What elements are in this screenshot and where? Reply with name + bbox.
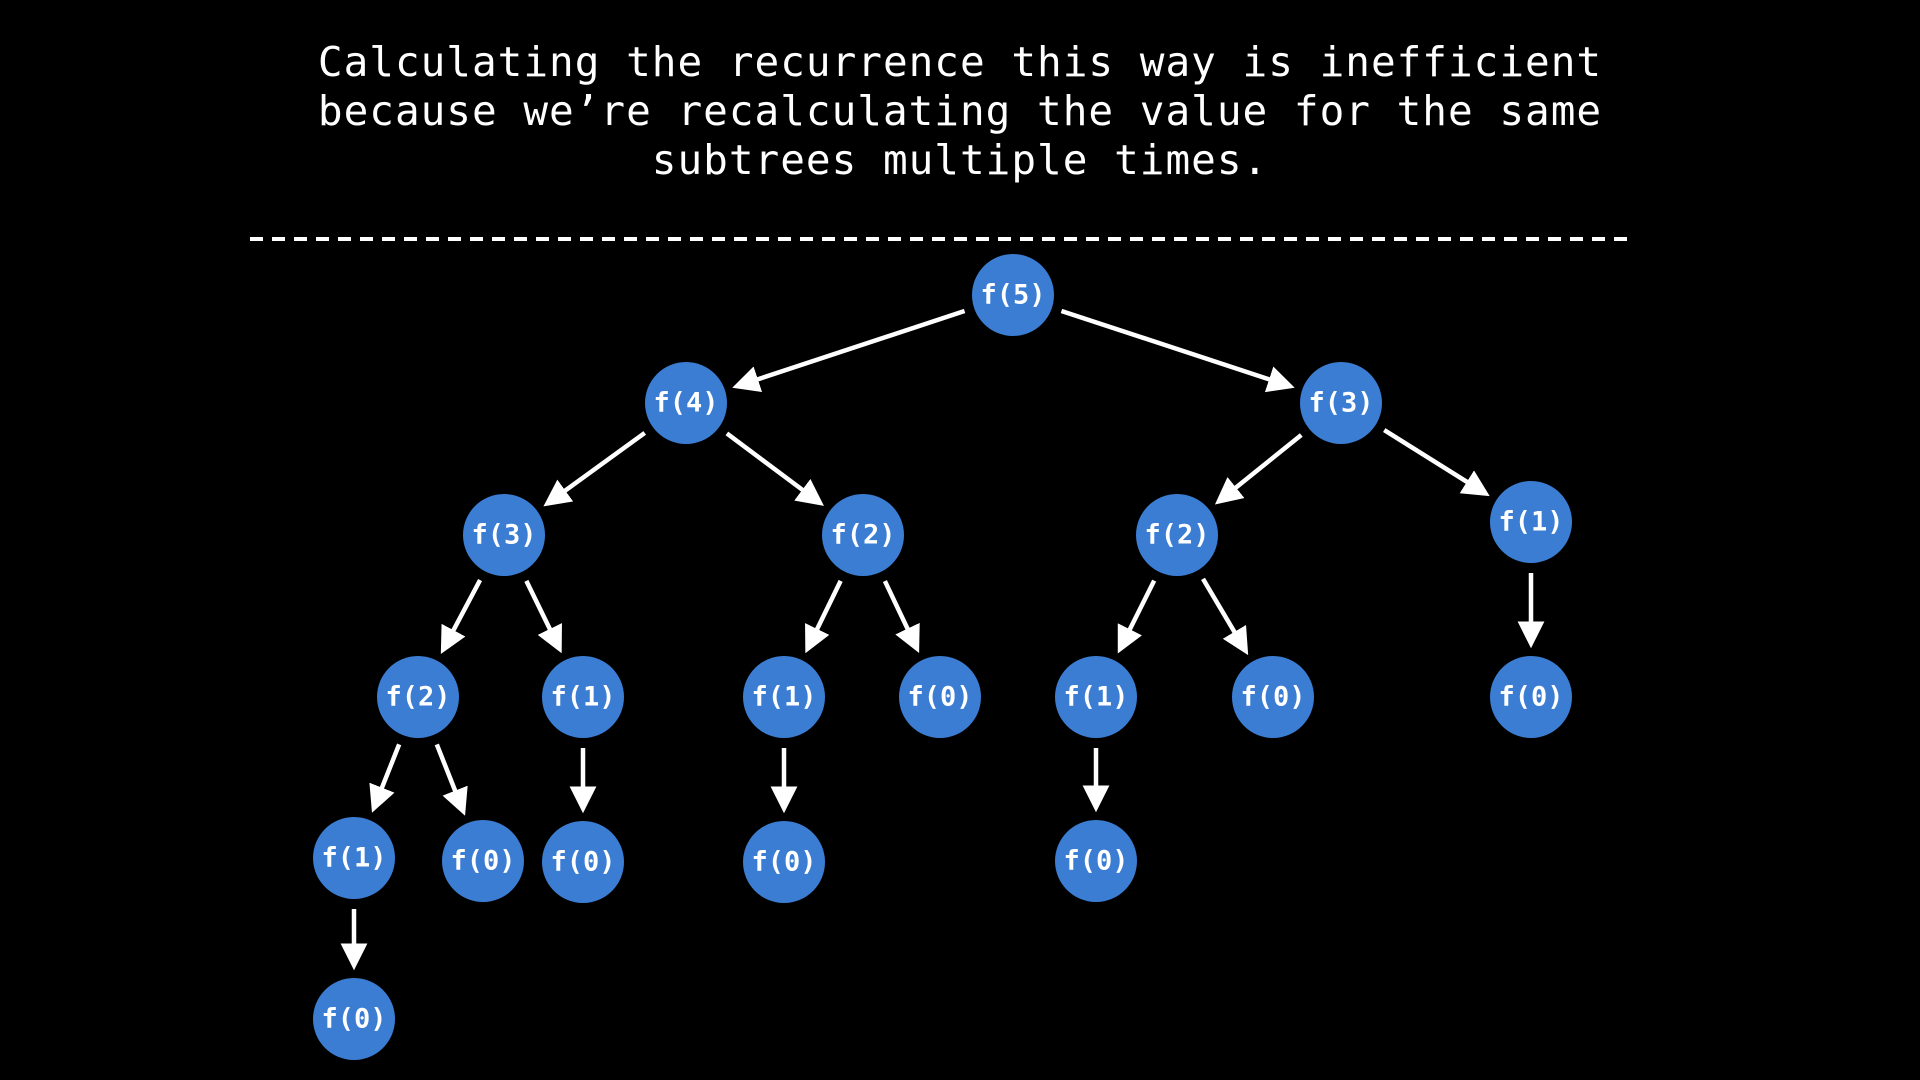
tree-node: f(0) [743,821,825,903]
tree-node-label: f(1) [1063,682,1128,713]
tree-node-label: f(4) [653,388,718,419]
tree-node-circle [822,494,904,576]
nodes-layer: f(5) f(4) f(3) f(3) f(2) f(2) f(1) f(2) f(1) f(1)… [313,254,1572,1060]
tree-edge-arrow [725,431,824,506]
tree-node: f(0) [442,820,524,902]
tree-edge-arrow [1383,428,1490,497]
tree-node: f(1) [1055,656,1137,738]
tree-node-label: f(3) [1308,388,1373,419]
tree-node-label: f(3) [471,520,536,551]
tree-node-label: f(0) [450,846,515,877]
tree-node-label: f(2) [385,682,450,713]
tree-node-circle [442,820,524,902]
tree-node-circle [542,656,624,738]
tree-edge-arrow [805,579,843,654]
tree-node: f(5) [972,254,1054,336]
tree-node: f(0) [313,978,395,1060]
tree-node-label: f(0) [1063,846,1128,877]
tree-node: f(3) [1300,362,1382,444]
caption-text: Calculating the recurrence this way is i… [0,38,1920,185]
tree-edge-arrow [440,578,483,654]
tree-node-circle [463,494,545,576]
tree-node: f(2) [1136,494,1218,576]
tree-node: f(0) [1055,820,1137,902]
tree-node: f(0) [1232,656,1314,738]
tree-node-circle [1055,820,1137,902]
tree-node-label: f(0) [1240,682,1305,713]
caption-line-2: because we’re recalculating the value fo… [317,87,1603,135]
tree-edge-arrow [732,308,966,393]
tree-node-circle [743,656,825,738]
tree-node-label: f(0) [550,847,615,878]
tree-edge-arrow [1201,577,1249,656]
tree-edge-arrow [1117,579,1157,654]
tree-node-label: f(0) [1498,682,1563,713]
tree-edge-arrow [434,743,468,816]
tree-edge-arrow [1214,433,1303,505]
tree-edge-arrow [543,431,647,507]
tree-node-circle [972,254,1054,336]
tree-node-label: f(2) [830,520,895,551]
tree-edge-arrow [524,579,562,654]
tree-node-label: f(1) [1498,507,1563,538]
tree-node: f(0) [899,656,981,738]
tree-node-label: f(0) [321,1004,386,1035]
tree-edge-arrow [882,580,920,654]
tree-node-circle [313,817,395,899]
tree-node: f(1) [313,817,395,899]
tree-node-circle [1136,494,1218,576]
tree-node: f(3) [463,494,545,576]
tree-node: f(0) [542,821,624,903]
tree-node: f(2) [822,494,904,576]
tree-node: f(4) [645,362,727,444]
tree-node: f(1) [542,656,624,738]
tree-node: f(2) [377,656,459,738]
tree-node: f(1) [1490,481,1572,563]
tree-node-label: f(0) [907,682,972,713]
tree-node-label: f(1) [321,843,386,874]
tree-edge-arrow [1060,308,1295,393]
tree-node-circle [313,978,395,1060]
tree-node-circle [377,656,459,738]
tree-node-circle [1490,481,1572,563]
tree-node-circle [542,821,624,903]
tree-node-circle [1232,656,1314,738]
caption-line-1: Calculating the recurrence this way is i… [317,38,1603,86]
tree-node-label: f(0) [751,847,816,878]
tree-node-circle [645,362,727,444]
caption-line-3: subtrees multiple times. [651,136,1269,184]
tree-node-circle [743,821,825,903]
tree-node-circle [1300,362,1382,444]
tree-node: f(1) [743,656,825,738]
tree-node-circle [899,656,981,738]
tree-node-label: f(1) [751,682,816,713]
tree-edge-arrow [369,743,402,813]
tree-node-circle [1490,656,1572,738]
tree-node-label: f(1) [550,682,615,713]
tree-node-label: f(5) [980,280,1045,311]
edges-layer [340,308,1545,971]
tree-node-circle [1055,656,1137,738]
tree-node: f(0) [1490,656,1572,738]
tree-node-label: f(2) [1144,520,1209,551]
